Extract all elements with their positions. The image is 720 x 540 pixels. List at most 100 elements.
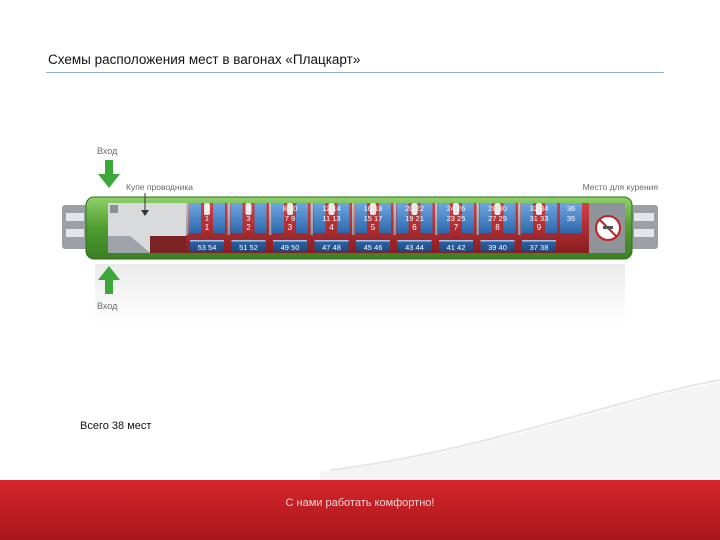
- seat-numbers-bottom: 3: [246, 214, 250, 223]
- table: [411, 203, 418, 215]
- side-berth-edge: [190, 240, 224, 242]
- side-berth: [397, 241, 432, 252]
- table: [328, 203, 335, 215]
- berth-left: [355, 203, 367, 233]
- seat-numbers-bottom: 27 29: [488, 214, 507, 223]
- side-seat-numbers: 37 38: [530, 243, 549, 252]
- compartment-2: 432: [227, 203, 267, 235]
- side-seat-pair: 41 42: [439, 240, 473, 252]
- compartment-number: 7: [454, 223, 459, 232]
- compartment-number: 5: [371, 223, 376, 232]
- table: [245, 203, 252, 215]
- seat-numbers-top: 16 18: [364, 204, 383, 213]
- side-seat-pair: 43 44: [397, 240, 432, 252]
- seat-numbers-bottom: 1: [205, 214, 209, 223]
- side-berth: [231, 241, 266, 252]
- seat-numbers-bottom: 23 25: [447, 214, 466, 223]
- side-berth-edge: [439, 240, 473, 242]
- side-seat-numbers: 41 42: [447, 243, 466, 252]
- seat-number-35: 35: [567, 214, 575, 223]
- seat-numbers-bottom: 19 21: [405, 214, 424, 223]
- side-berth-edge: [522, 240, 556, 242]
- berth-right: [296, 203, 308, 233]
- side-berth-edge: [397, 240, 432, 242]
- coupler-right: [630, 205, 658, 249]
- side-seats-layer: 53 54 51 52 49 50 47 48 45 46 43 44 41 42 39 40…: [190, 240, 556, 252]
- conductor-compartment: [108, 203, 186, 253]
- partition-wall: [393, 203, 396, 235]
- partition-wall: [269, 203, 272, 235]
- compartment-3: 8 107 93: [269, 203, 308, 235]
- side-berth-edge: [314, 240, 349, 242]
- berth-right: [379, 203, 391, 233]
- side-berth: [314, 241, 349, 252]
- side-berth: [522, 241, 556, 252]
- entrance-arrow-bottom-icon: [98, 266, 120, 294]
- side-seat-pair: 51 52: [231, 240, 266, 252]
- berth-right: [337, 203, 350, 233]
- coupler-left: [62, 205, 88, 249]
- partition-wall: [310, 203, 313, 235]
- side-berth-edge: [273, 240, 307, 242]
- berth-right: [545, 203, 557, 233]
- seat-numbers-top: 8 10: [283, 204, 298, 213]
- footer-slogan: С нами работать комфортно!: [285, 497, 435, 509]
- berth-right: [213, 203, 225, 233]
- side-berth: [273, 241, 307, 252]
- table: [370, 203, 376, 215]
- partition-wall: [518, 203, 521, 235]
- berth-left: [438, 203, 450, 233]
- conductor-label: Купе проводника: [126, 182, 193, 192]
- partition-wall: [186, 203, 189, 235]
- seat-numbers-top: 4: [246, 204, 250, 213]
- partition-wall: [435, 203, 438, 235]
- partition-wall: [352, 203, 355, 235]
- entrance-label-bottom: Вход: [97, 301, 118, 311]
- partition-wall: [476, 203, 479, 235]
- side-seat-pair: 39 40: [480, 240, 515, 252]
- side-seat-numbers: 47 48: [322, 243, 341, 252]
- seat-pair-extra: 36 35: [560, 203, 582, 233]
- berth-right: [462, 203, 474, 233]
- side-seat-pair: 37 38: [522, 240, 556, 252]
- berth-left: [313, 203, 326, 233]
- seat-numbers-top: 28 30: [488, 204, 507, 213]
- side-berth: [190, 241, 224, 252]
- table: [204, 203, 210, 215]
- side-berth-edge: [231, 240, 266, 242]
- seat-numbers-bottom: 15 17: [364, 214, 383, 223]
- side-seat-numbers: 51 52: [239, 243, 258, 252]
- smoking-area: [589, 203, 625, 253]
- side-berth: [439, 241, 473, 252]
- decorative-swoosh-line: [329, 379, 720, 471]
- side-seat-numbers: 45 46: [364, 243, 383, 252]
- table: [494, 203, 501, 215]
- side-seat-pair: 53 54: [190, 240, 224, 252]
- berth-right: [254, 203, 267, 233]
- side-seat-numbers: 49 50: [281, 243, 300, 252]
- side-berth-edge: [356, 240, 390, 242]
- title-divider: [46, 72, 664, 73]
- seat-numbers-top: 2: [205, 204, 209, 213]
- page-title: Схемы расположения мест в вагонах «Плацк…: [48, 52, 361, 67]
- compartment-number: 2: [246, 223, 251, 232]
- berth-left: [272, 203, 284, 233]
- berth-left: [396, 203, 409, 233]
- decorative-swoosh: [320, 382, 720, 480]
- seat-numbers-bottom: 31 33: [530, 214, 549, 223]
- seat-numbers-bottom: 11 13: [322, 214, 340, 223]
- total-seats-text: Всего 38 мест: [80, 420, 152, 432]
- compartment-number: 1: [205, 223, 210, 232]
- table: [536, 203, 542, 215]
- partition-wall: [227, 203, 230, 235]
- berth-right: [420, 203, 433, 233]
- compartment-number: 6: [412, 223, 417, 232]
- side-berth: [356, 241, 390, 252]
